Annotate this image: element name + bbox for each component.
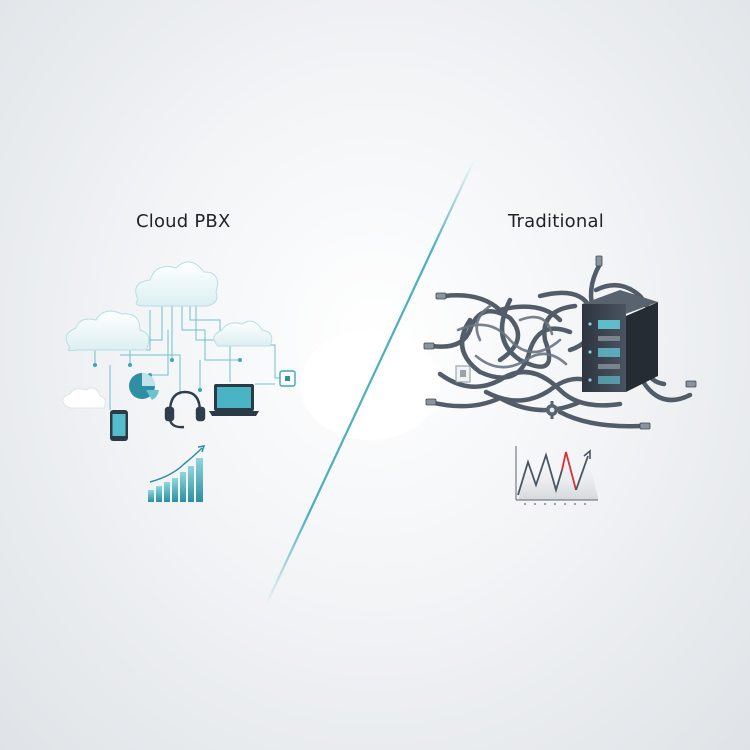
network-node-icon	[279, 370, 296, 387]
pie-chart-icon	[129, 373, 159, 400]
junction-box-icon	[455, 365, 471, 383]
growth-bar-chart-icon	[148, 445, 206, 502]
server-rack-icon	[582, 290, 658, 392]
laptop-icon	[209, 384, 259, 416]
volatile-line-chart-icon	[515, 446, 598, 505]
smartphone-icon	[110, 410, 128, 441]
cable-connectors	[423, 255, 697, 430]
cloud-icon	[65, 310, 150, 352]
cloud-pbx-label: Cloud PBX	[136, 211, 231, 232]
tangled-cables-icon	[456, 304, 568, 369]
cloud-icon	[62, 387, 106, 409]
network-nodes	[93, 358, 242, 392]
traditional-label: Traditional	[508, 211, 604, 232]
cloud-icon	[135, 261, 218, 307]
gear-icon	[543, 401, 561, 419]
headset-icon	[164, 390, 206, 429]
cloud-icon	[213, 320, 273, 347]
divider-line	[265, 159, 475, 606]
